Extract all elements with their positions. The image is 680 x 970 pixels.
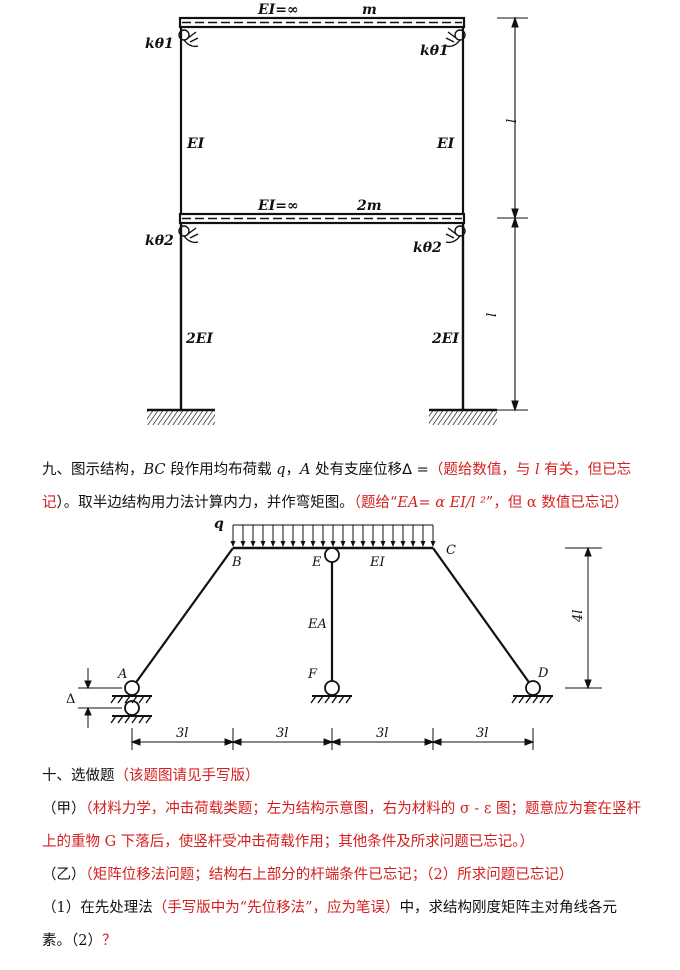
load-arrow-icon xyxy=(310,525,316,547)
label-height: 4l xyxy=(571,610,586,623)
mid-beam-ei-label: EI=∞ xyxy=(257,198,299,214)
load-arrow-icon xyxy=(250,525,256,547)
load-arrow-icon xyxy=(370,525,376,547)
question-9-text: 九、图示结构，BC 段作用均布荷载 q，A 处有支座位移Δ =（题给数值，与 l… xyxy=(42,462,632,511)
label-ei: EI xyxy=(369,555,385,570)
load-arrow-icon xyxy=(420,525,426,547)
label-a: A xyxy=(117,667,127,682)
load-arrow-icon xyxy=(380,525,386,547)
load-arrow-icon xyxy=(340,525,346,547)
load-arrow-icon xyxy=(400,525,406,547)
load-arrows xyxy=(230,525,436,547)
load-arrow-icon xyxy=(240,525,246,547)
mid-beam-mass-label: 2m xyxy=(356,198,382,214)
load-arrow-icon xyxy=(320,525,326,547)
mid-beam xyxy=(178,212,466,225)
member-ab xyxy=(131,547,234,689)
load-arrow-icon xyxy=(300,525,306,547)
label-delta: Δ xyxy=(66,692,75,707)
top-beam-ei-label: EI=∞ xyxy=(257,2,299,18)
top-beam xyxy=(178,16,466,29)
spring-label-upper-left: kθ1 xyxy=(145,36,174,52)
load-arrow-icon xyxy=(430,525,436,547)
member-cd xyxy=(432,547,534,689)
span-label-4: 3l xyxy=(476,726,488,741)
load-arrow-icon xyxy=(230,525,236,547)
spring-label-lower-right: kθ2 xyxy=(413,240,442,256)
upper-right-ei-label: EI xyxy=(436,136,455,152)
question-10-part1: （1）在先处理法（手写版中为“先位移法”，应为笔误）中，求结构刚度矩阵主对角线各… xyxy=(42,900,618,949)
label-ea: EA xyxy=(307,617,327,632)
upper-left-ei-label: EI xyxy=(186,136,205,152)
question-10-title: 十、选做题（该题图请见手写版） xyxy=(42,768,260,784)
span-label-2: 3l xyxy=(276,726,288,741)
height-dimension-2 xyxy=(565,546,602,690)
label-d: D xyxy=(537,666,549,681)
height-dimension xyxy=(497,16,528,412)
span-label-3: 3l xyxy=(376,726,388,741)
question-10-yi: （乙）（矩阵位移法问题；结构右上部分的杆端条件已忘记；（2）所求问题已忘记） xyxy=(42,867,574,883)
lower-left-ei-label: 2EI xyxy=(185,331,213,347)
label-e: E xyxy=(311,555,322,570)
label-c: C xyxy=(446,543,456,558)
span-dimension xyxy=(130,728,535,750)
frame-figure: EI=∞ m EI=∞ 2m kθ1 kθ1 kθ2 kθ2 EI EI 2EI… xyxy=(145,2,528,425)
question-10-jia: （甲）（材料力学，冲击荷载类题；左为结构示意图，右为材料的 σ - ε 图；题意… xyxy=(42,801,641,850)
top-beam-mass-label: m xyxy=(362,2,377,18)
label-f: F xyxy=(307,667,318,682)
spring-icon xyxy=(178,29,466,244)
load-arrow-icon xyxy=(270,525,276,547)
label-q: q xyxy=(214,516,224,532)
delta-dimension xyxy=(78,668,122,728)
load-arrow-icon xyxy=(350,525,356,547)
span-label-1: 3l xyxy=(176,726,188,741)
load-arrow-icon xyxy=(260,525,266,547)
ground-hatch xyxy=(110,695,553,724)
spring-label-upper-right: kθ1 xyxy=(420,43,449,59)
spring-label-lower-left: kθ2 xyxy=(145,233,174,249)
load-arrow-icon xyxy=(290,525,296,547)
load-arrow-icon xyxy=(390,525,396,547)
pin-support-icon xyxy=(124,680,541,716)
hinge-e-icon xyxy=(324,547,340,563)
dim-label-lower: l xyxy=(485,313,500,317)
dim-label-upper: l xyxy=(505,119,520,123)
load-arrow-icon xyxy=(280,525,286,547)
load-arrow-icon xyxy=(330,525,336,547)
fixed-support-icon xyxy=(147,408,497,425)
load-arrow-icon xyxy=(360,525,366,547)
label-b: B xyxy=(231,555,242,570)
lower-right-ei-label: 2EI xyxy=(431,331,459,347)
load-arrow-icon xyxy=(410,525,416,547)
